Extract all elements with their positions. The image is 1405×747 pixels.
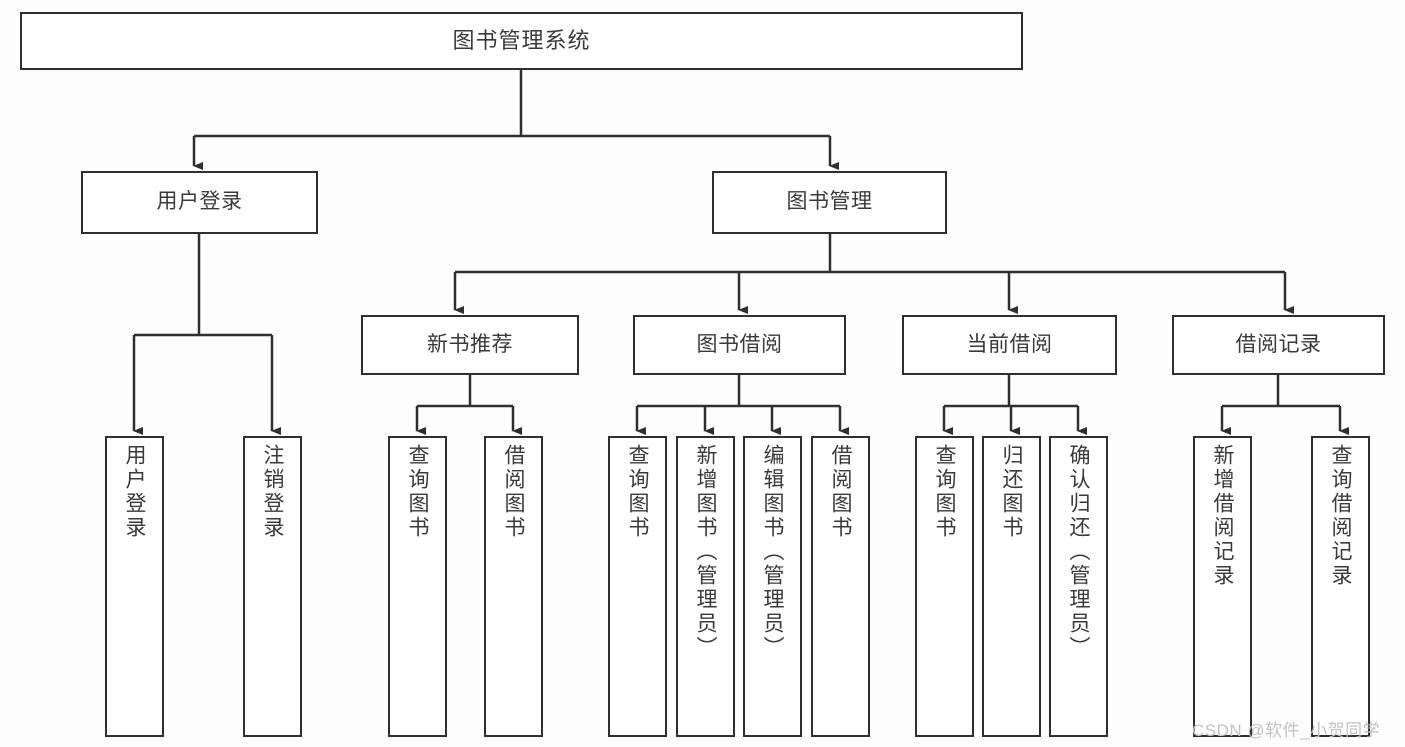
leaf-add-book[interactable]: 新增图书（管理员） [676, 436, 735, 737]
node-user-login[interactable]: 用户登录 [81, 171, 318, 234]
node-new-book-recommend-label: 新书推荐 [427, 332, 513, 356]
leaf-add-borrow-record-label: 新增借阅记录 [1211, 444, 1234, 588]
node-root-label: 图书管理系统 [452, 28, 591, 54]
leaf-add-book-label: 新增图书（管理员） [694, 444, 717, 660]
leaf-confirm-return[interactable]: 确认归还（管理员） [1049, 436, 1108, 737]
node-new-book-recommend[interactable]: 新书推荐 [361, 315, 579, 375]
leaf-user-login[interactable]: 用户登录 [105, 436, 164, 737]
leaf-query-borrow-record-label: 查询借阅记录 [1329, 444, 1352, 588]
leaf-borrow-book-1[interactable]: 借阅图书 [484, 436, 543, 737]
node-book-manage[interactable]: 图书管理 [712, 171, 947, 234]
leaf-borrow-book-1-label: 借阅图书 [502, 444, 525, 540]
node-book-borrow-label: 图书借阅 [696, 332, 783, 356]
leaf-edit-book-label: 编辑图书（管理员） [761, 444, 784, 660]
node-borrow-record[interactable]: 借阅记录 [1172, 315, 1385, 375]
csdn-watermark: CSDN @软件_小贺同学 [1192, 721, 1381, 740]
leaf-borrow-book-2[interactable]: 借阅图书 [811, 436, 870, 737]
leaf-query-book-2-label: 查询图书 [626, 444, 649, 540]
leaf-confirm-return-label: 确认归还（管理员） [1067, 444, 1090, 660]
leaf-logout[interactable]: 注销登录 [243, 436, 302, 737]
node-root[interactable]: 图书管理系统 [20, 12, 1023, 70]
leaf-query-book-1-label: 查询图书 [406, 444, 429, 540]
leaf-borrow-book-2-label: 借阅图书 [829, 444, 852, 540]
node-book-manage-label: 图书管理 [786, 190, 873, 214]
leaf-return-book[interactable]: 归还图书 [982, 436, 1041, 737]
node-user-login-label: 用户登录 [156, 190, 243, 214]
node-book-borrow[interactable]: 图书借阅 [633, 315, 846, 375]
leaf-logout-label: 注销登录 [261, 444, 284, 540]
leaf-edit-book[interactable]: 编辑图书（管理员） [743, 436, 802, 737]
leaf-query-book-3[interactable]: 查询图书 [915, 436, 974, 737]
node-current-borrow-label: 当前借阅 [966, 332, 1053, 356]
leaf-query-borrow-record[interactable]: 查询借阅记录 [1311, 436, 1370, 737]
node-current-borrow[interactable]: 当前借阅 [902, 315, 1117, 375]
leaf-query-book-3-label: 查询图书 [933, 444, 956, 540]
leaf-return-book-label: 归还图书 [1000, 444, 1023, 540]
leaf-user-login-label: 用户登录 [123, 444, 146, 540]
leaf-query-book-1[interactable]: 查询图书 [388, 436, 447, 737]
leaf-add-borrow-record[interactable]: 新增借阅记录 [1193, 436, 1252, 737]
leaf-query-book-2[interactable]: 查询图书 [608, 436, 667, 737]
node-borrow-record-label: 借阅记录 [1235, 332, 1322, 356]
